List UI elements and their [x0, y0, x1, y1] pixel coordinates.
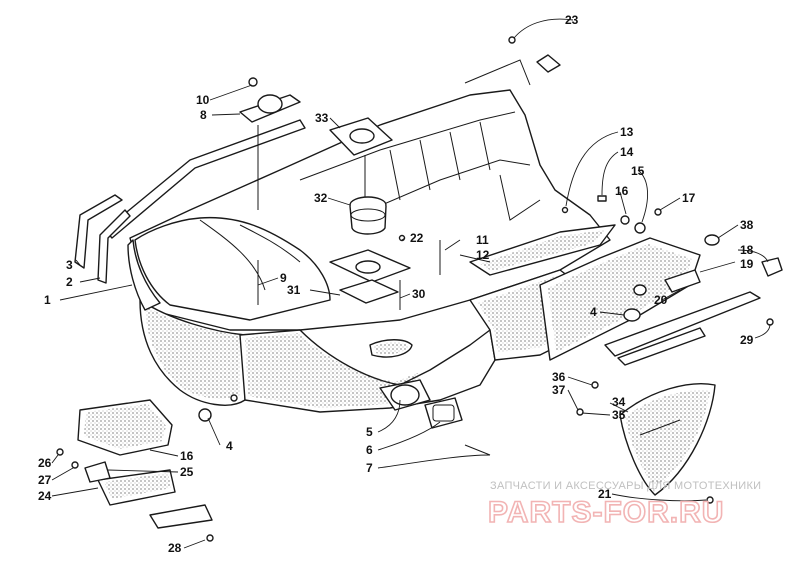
callout-35: 35 — [612, 408, 626, 422]
callout-23: 23 — [565, 13, 579, 27]
molding-strips — [74, 119, 761, 366]
callout-33: 33 — [315, 111, 329, 125]
callout-16b: 16 — [180, 449, 194, 463]
callout-21: 21 — [598, 487, 612, 501]
left-side-panel — [127, 239, 161, 311]
nose-cone — [464, 36, 561, 86]
callout-3: 3 — [66, 258, 73, 272]
windshield-trim — [469, 224, 616, 276]
callout-30: 30 — [412, 287, 426, 301]
callout-31: 31 — [287, 283, 301, 297]
callout-14: 14 — [620, 145, 634, 159]
callout-22: 22 — [410, 231, 424, 245]
watermark-logo: PARTS-FOR.RU — [488, 496, 724, 529]
callout-19: 19 — [740, 257, 754, 271]
callout-10: 10 — [196, 93, 210, 107]
callout-9: 9 — [280, 271, 287, 285]
callout-7: 7 — [366, 461, 373, 475]
callout-13: 13 — [620, 125, 634, 139]
callout-20: 20 — [654, 293, 668, 307]
watermark-caption: ЗАПЧАСТИ И АКСЕССУАРЫ ДЛЯ МОТОТЕХНИКИ — [490, 480, 761, 492]
callout-17: 17 — [682, 191, 696, 205]
callout-4a: 4 — [590, 305, 597, 319]
callout-32: 32 — [314, 191, 328, 205]
callout-18: 18 — [740, 243, 754, 257]
callout-27: 27 — [38, 473, 52, 487]
leader-lines — [51, 18, 771, 549]
callout-28: 28 — [168, 541, 182, 555]
callout-1: 1 — [44, 293, 51, 307]
right-side-panel — [539, 237, 701, 361]
right-hardware — [561, 195, 783, 277]
callout-16a: 16 — [615, 184, 629, 198]
watermark: ЗАПЧАСТИ И АКСЕССУАРЫ ДЛЯ МОТОТЕХНИКИ PA… — [487, 480, 761, 530]
callout-12: 12 — [476, 248, 490, 262]
callout-26: 26 — [38, 456, 52, 470]
callout-4b: 4 — [226, 439, 233, 453]
callout-15: 15 — [631, 164, 645, 178]
windshield — [619, 383, 716, 496]
callout-labels: 23 10 8 33 13 14 15 16 17 38 18 19 32 22… — [38, 13, 754, 555]
hood-hinge — [239, 77, 301, 210]
headlight-assembly — [379, 379, 491, 456]
callout-29: 29 — [740, 333, 754, 347]
callout-25: 25 — [180, 465, 194, 479]
gasket-plate — [329, 117, 393, 200]
callout-2: 2 — [66, 275, 73, 289]
callout-8: 8 — [200, 108, 207, 122]
callout-36: 36 — [552, 370, 566, 384]
callout-34: 34 — [612, 395, 626, 409]
callout-11: 11 — [476, 233, 489, 247]
callout-37: 37 — [552, 383, 566, 397]
callout-24: 24 — [38, 489, 52, 503]
rubber-boot — [329, 196, 411, 304]
callout-5: 5 — [366, 425, 373, 439]
callout-38: 38 — [740, 218, 754, 232]
callout-6: 6 — [366, 443, 373, 457]
